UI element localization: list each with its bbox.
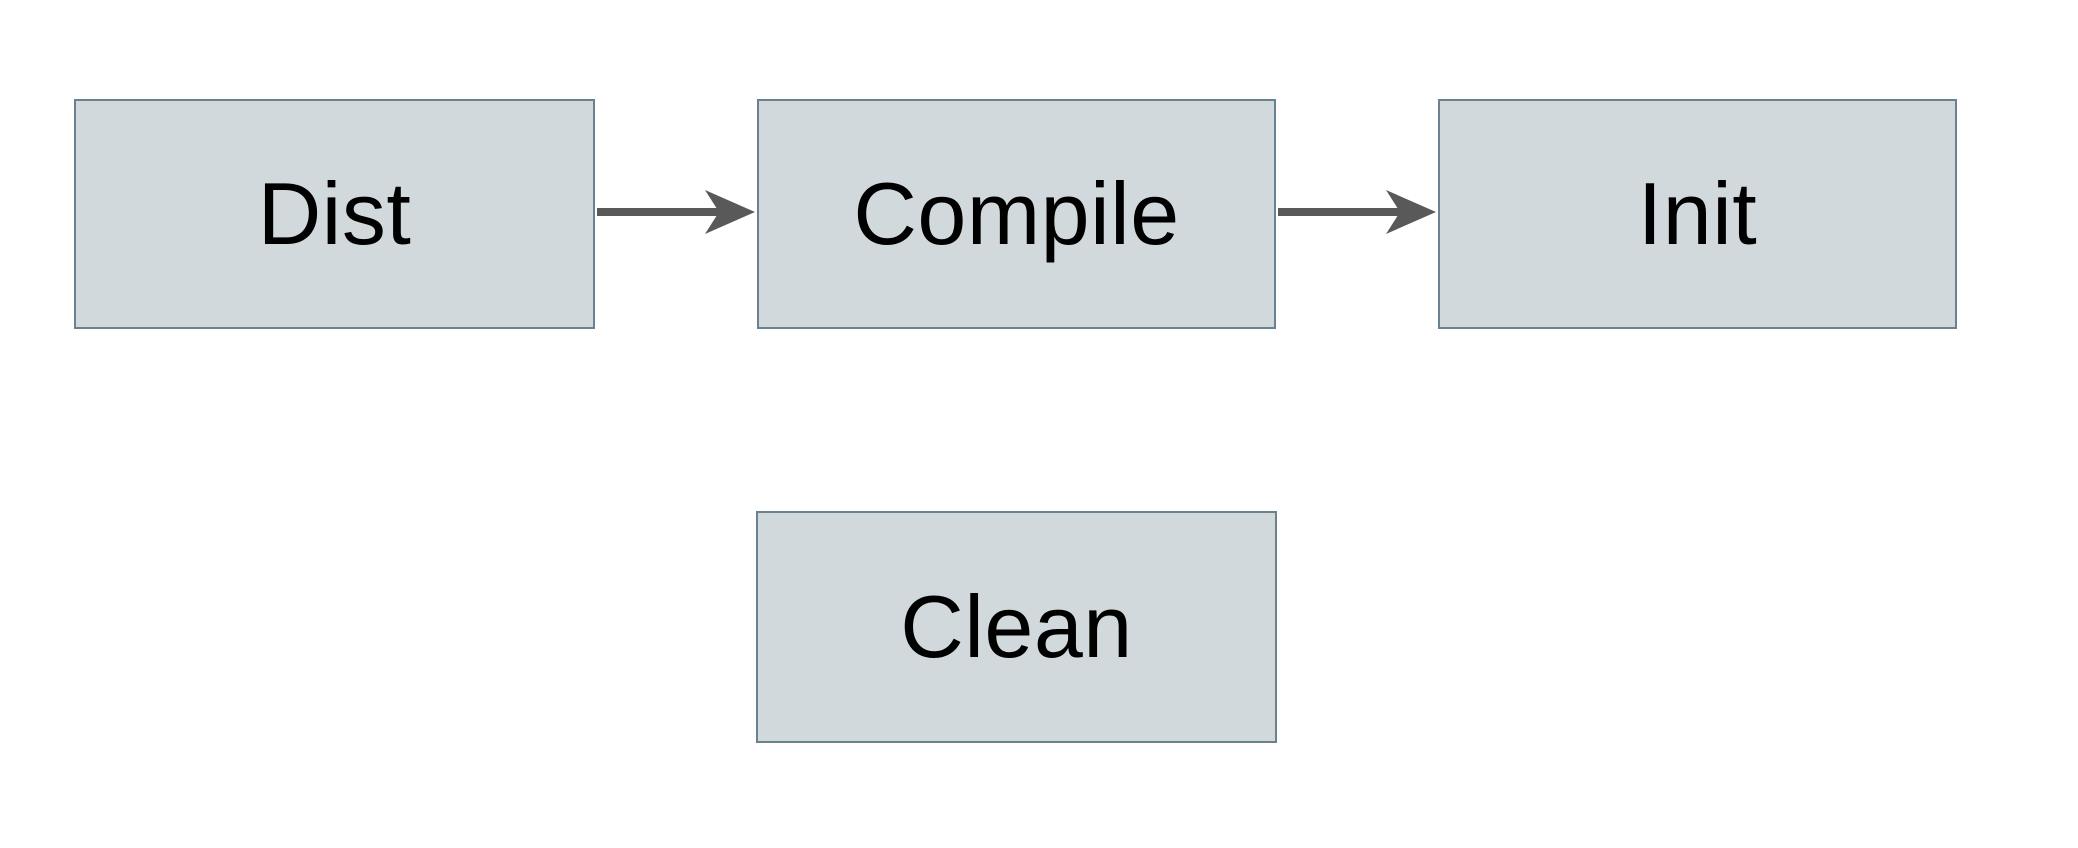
node-dist-label: Dist	[257, 164, 412, 263]
arrowhead-icon	[705, 190, 755, 234]
node-clean-label: Clean	[900, 577, 1133, 676]
node-compile: Compile	[757, 99, 1276, 329]
node-clean: Clean	[756, 511, 1277, 743]
node-init: Init	[1438, 99, 1957, 329]
node-init-label: Init	[1637, 164, 1758, 263]
arrowhead-icon	[1386, 190, 1436, 234]
node-compile-label: Compile	[853, 164, 1180, 263]
arrow-compile-to-init	[1278, 190, 1436, 234]
node-dist: Dist	[74, 99, 595, 329]
arrow-dist-to-compile	[597, 190, 755, 234]
